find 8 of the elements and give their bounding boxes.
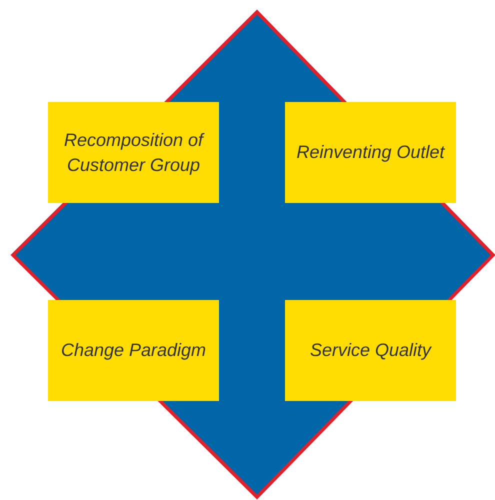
quadrant-box [48, 102, 219, 203]
quadrant-box [285, 300, 456, 401]
quadrant-box [48, 300, 219, 401]
box-label: Service Quality [310, 339, 432, 362]
box-label: Recomposition of Customer Group [62, 128, 206, 177]
box-label: Reinventing Outlet [296, 141, 445, 164]
quadrant-box [285, 102, 456, 203]
box-label: Change Paradigm [60, 339, 206, 362]
